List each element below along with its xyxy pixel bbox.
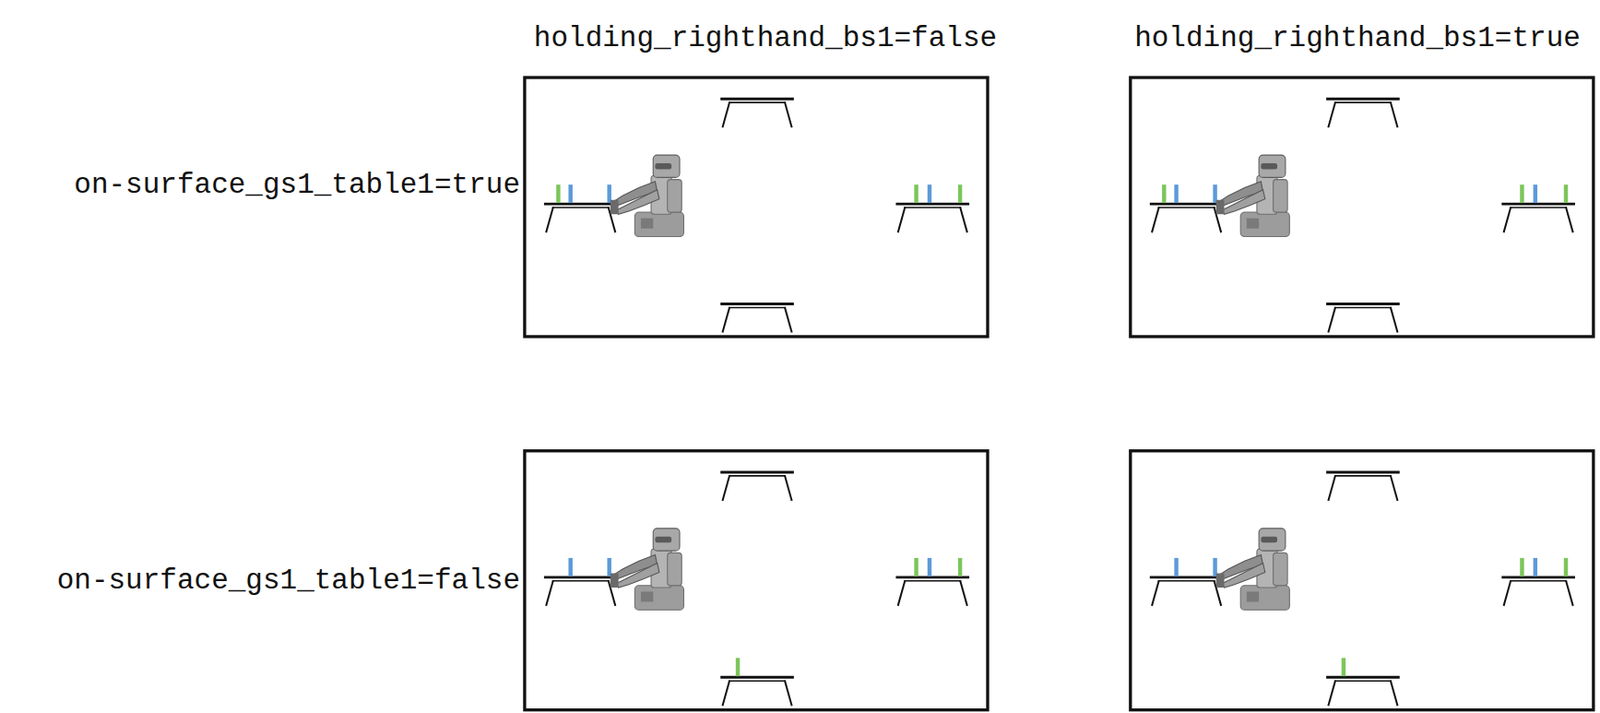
robot-figure [1216,154,1291,237]
scene-base [1130,77,1594,337]
scene-panel [524,77,988,337]
column-header: holding_righthand_bs1=true [1134,21,1581,56]
row-header: on-surface_gs1_table1=true [73,167,521,202]
robot-figure [1216,528,1291,610]
scene-panel [1130,450,1594,711]
robot-figure [610,154,685,237]
scene-panel [1130,77,1594,337]
objects [1173,557,1568,676]
objects [568,557,962,676]
scene-panel [524,450,988,711]
scene-base [524,77,988,337]
robot-figure [610,528,685,610]
scene-base [1130,450,1594,711]
scene-base [524,450,988,711]
row-header: on-surface_gs1_table1=false [57,563,521,598]
column-header: holding_righthand_bs1=false [533,21,997,56]
